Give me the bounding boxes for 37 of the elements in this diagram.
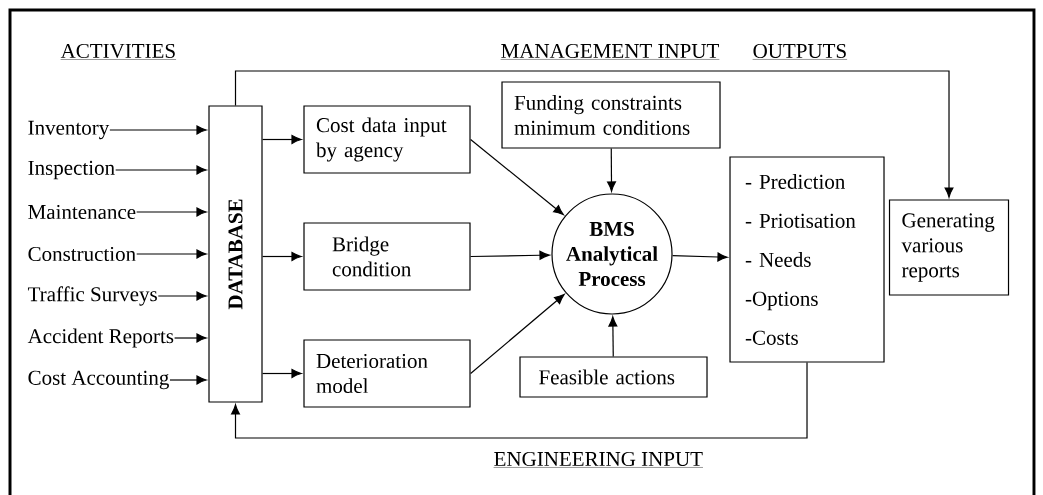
arrow xyxy=(109,125,207,135)
arrow xyxy=(672,252,728,262)
activity-label: Traffic Surveys xyxy=(28,286,157,306)
arrow xyxy=(470,138,564,216)
process-box: Feasible actions xyxy=(519,356,708,398)
arrow xyxy=(608,316,618,357)
arrow xyxy=(136,207,207,217)
arrow xyxy=(262,252,302,261)
activity-label: Inventory xyxy=(28,120,110,140)
arrow xyxy=(115,165,207,175)
activity-label: Inspection xyxy=(28,160,115,180)
process-box: Funding constraints minimum conditions xyxy=(501,81,721,149)
arrow xyxy=(262,135,302,144)
arrow xyxy=(234,70,954,198)
output-box: - Prediction - Priotisation - Needs -Options -Costs xyxy=(729,156,885,363)
database-box: DATABASE xyxy=(208,105,263,403)
process-box: Bridge condition xyxy=(303,222,471,291)
section-heading: MANAGEMENT INPUT xyxy=(500,43,720,60)
activity-label: Cost Accounting xyxy=(28,370,169,390)
arrow xyxy=(607,148,616,192)
arrow xyxy=(470,250,550,260)
activity-label: Construction xyxy=(28,246,136,262)
arrow xyxy=(136,249,207,259)
arrow xyxy=(169,375,207,385)
section-heading: OUTPUTS xyxy=(752,43,848,60)
arrow xyxy=(157,291,207,301)
arrow xyxy=(470,293,565,375)
activity-label: Accident Reports xyxy=(27,328,174,348)
arrow xyxy=(262,369,302,378)
section-heading: ENGINEERING INPUT xyxy=(493,451,704,468)
activity-label: Maintenance xyxy=(28,204,136,220)
section-heading: ACTIVITIES xyxy=(60,43,177,60)
arrow xyxy=(231,362,808,439)
process-box: Cost data input by agency xyxy=(303,105,471,174)
arrow xyxy=(174,333,207,343)
process-box: Deterioration model xyxy=(303,339,471,408)
report-box: Generating various reports xyxy=(888,199,1010,296)
